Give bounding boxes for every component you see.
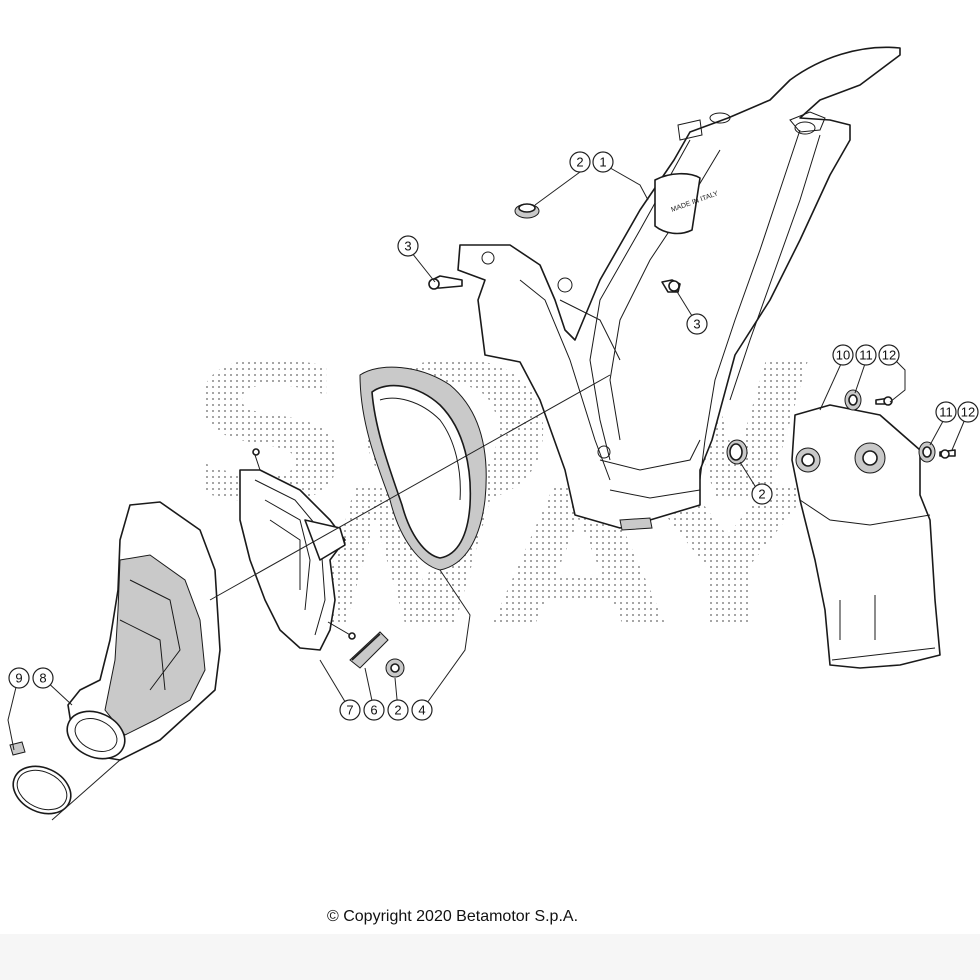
screw-mid [939,449,956,459]
frame-grommet [514,203,540,219]
svg-text:11: 11 [859,348,873,363]
footer-band [0,934,980,980]
callout-11-mid: 11 [935,401,957,423]
callout-11-top: 11 [855,344,877,366]
assembly-axis [209,374,611,601]
callout-9: 9 [8,667,30,689]
washer-mid [918,441,936,463]
frame-bolt-left [428,275,463,290]
hose-clamp [9,741,72,815]
watermark-line-2: WAY [250,449,813,670]
svg-text:3: 3 [693,317,700,332]
frame-bolt-right [661,279,681,293]
svg-text:2: 2 [394,703,401,718]
air-filter [359,366,487,571]
callout-2-bottom: 2 [387,699,409,721]
callout-grommet-2-right: 2 [751,483,773,505]
callout-8: 8 [32,667,54,689]
callout-6: 6 [363,699,385,721]
washer-top [844,389,862,411]
svg-text:2: 2 [758,487,765,502]
side-grommet [726,439,748,465]
svg-text:6: 6 [370,703,377,718]
callout-bolt-3-right: 3 [686,313,708,335]
callout-10: 10 [832,344,854,366]
svg-text:4: 4 [418,703,425,718]
svg-text:11: 11 [939,405,953,420]
svg-text:10: 10 [836,348,850,363]
svg-text:12: 12 [882,348,896,363]
callout-12-top: 12 [878,344,900,366]
callout-7: 7 [339,699,361,721]
filter-clip [349,631,389,669]
callout-12-mid: 12 [957,401,979,423]
screw-top [875,396,893,406]
callout-4: 4 [411,699,433,721]
intake-duct [66,501,221,761]
filter-grommet [385,658,405,678]
svg-text:9: 9 [15,671,22,686]
svg-text:2: 2 [576,155,583,170]
svg-text:12: 12 [961,405,975,420]
svg-text:7: 7 [346,703,353,718]
svg-text:3: 3 [404,239,411,254]
callout-frame-2: 2 [569,151,591,173]
callout-bolt-3-left: 3 [397,235,419,257]
mud-flap [791,404,941,669]
svg-text:1: 1 [599,155,606,170]
svg-text:8: 8 [39,671,46,686]
copyright-notice: © Copyright 2020 Betamotor S.p.A. [326,908,579,925]
callout-frame-1: 1 [592,151,614,173]
